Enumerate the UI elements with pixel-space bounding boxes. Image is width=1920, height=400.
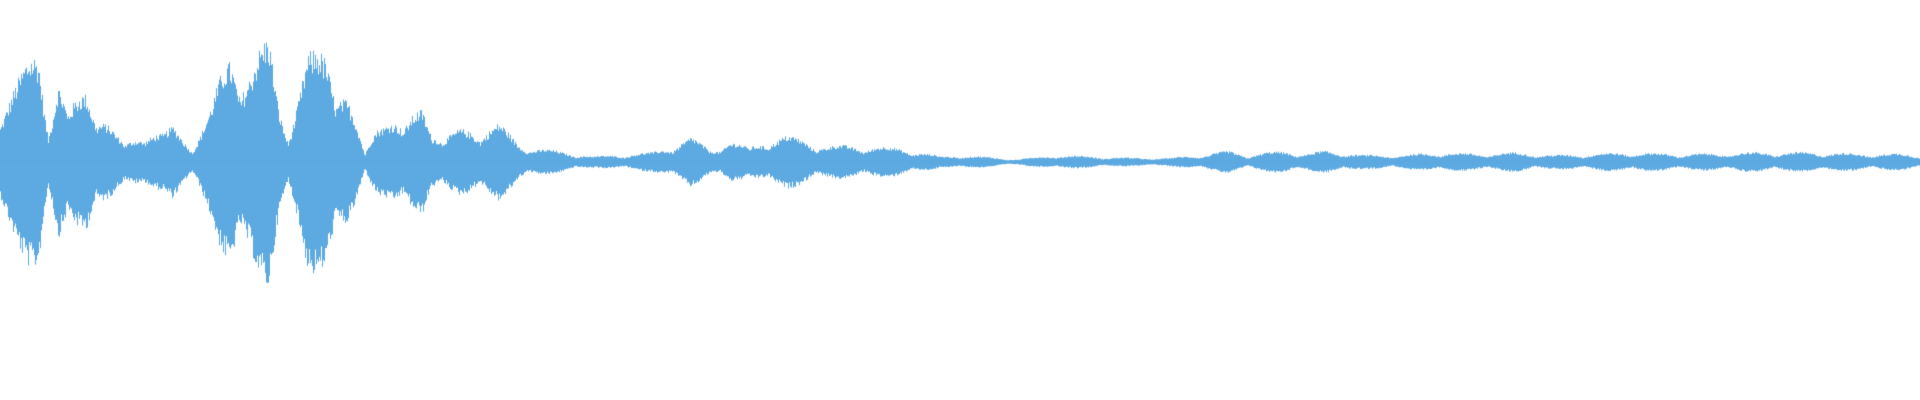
audio-waveform xyxy=(0,0,1920,400)
